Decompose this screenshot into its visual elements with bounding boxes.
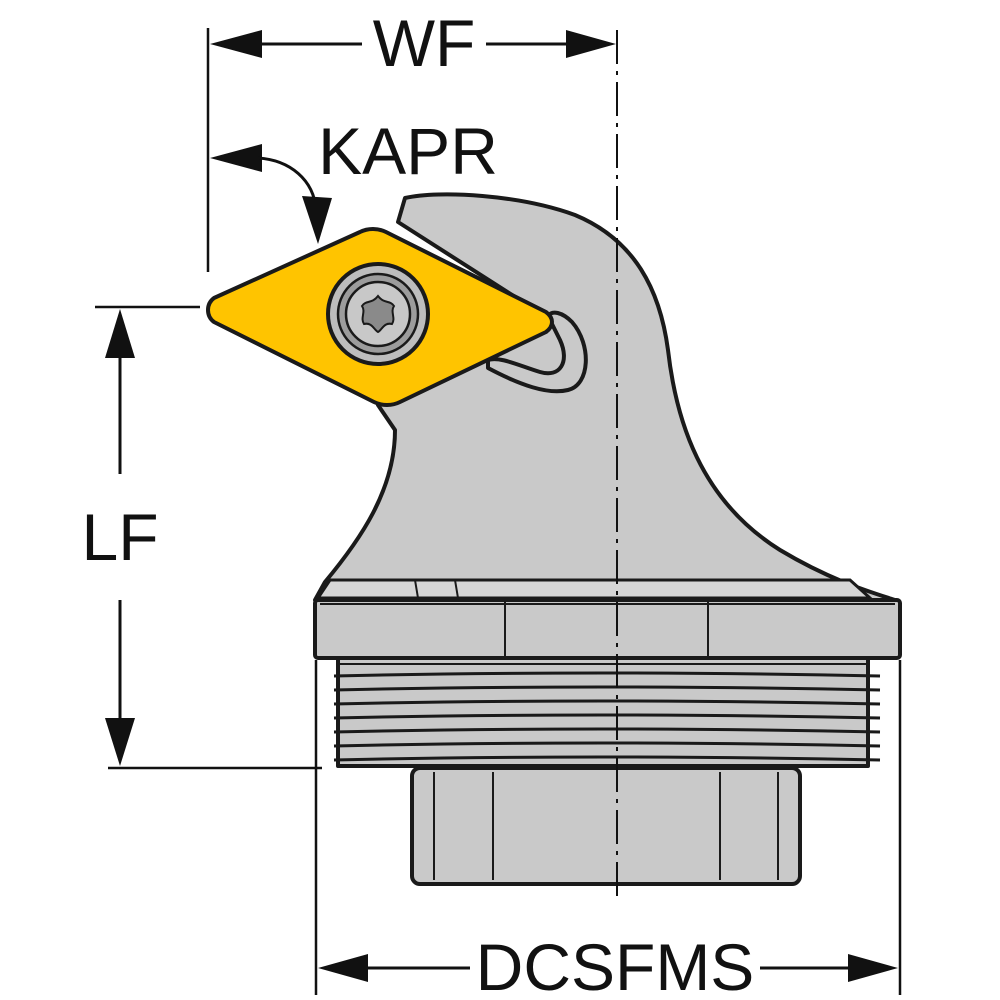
thread-section [336, 656, 870, 768]
neck-base-strip [315, 578, 874, 600]
wf-arrow-right-icon [566, 30, 616, 58]
wf-arrow-left-icon [210, 30, 262, 58]
dcsfms-arrow-left-icon [318, 954, 368, 982]
dimension-dcsfms: DCSFMS [314, 660, 902, 1000]
dimension-wf: WF [206, 6, 616, 272]
tool-holder [313, 192, 902, 886]
clamp-lever [486, 310, 588, 394]
neck-notch-b [454, 579, 459, 599]
dcsfms-arrow-right-icon [848, 954, 898, 982]
kapr-arrow-left-icon [210, 144, 262, 172]
hex-shank [410, 766, 802, 886]
holder-flange [313, 598, 902, 660]
lf-arrow-down-icon [105, 718, 135, 766]
kapr-label: KAPR [318, 114, 498, 188]
kapr-arrow-down-icon [302, 196, 332, 244]
holder-neck [313, 192, 897, 602]
lf-arrow-up-icon [105, 309, 135, 358]
thread-lines [333, 663, 881, 776]
wf-label: WF [373, 6, 476, 80]
dcsfms-label: DCSFMS [476, 930, 755, 1000]
neck-notch-a [414, 579, 419, 599]
torx-socket-icon [360, 294, 396, 334]
dimension-kapr: KAPR [210, 114, 498, 244]
dimension-lf: LF [81, 305, 322, 770]
lf-label: LF [81, 500, 158, 574]
cutting-insert [206, 227, 554, 407]
